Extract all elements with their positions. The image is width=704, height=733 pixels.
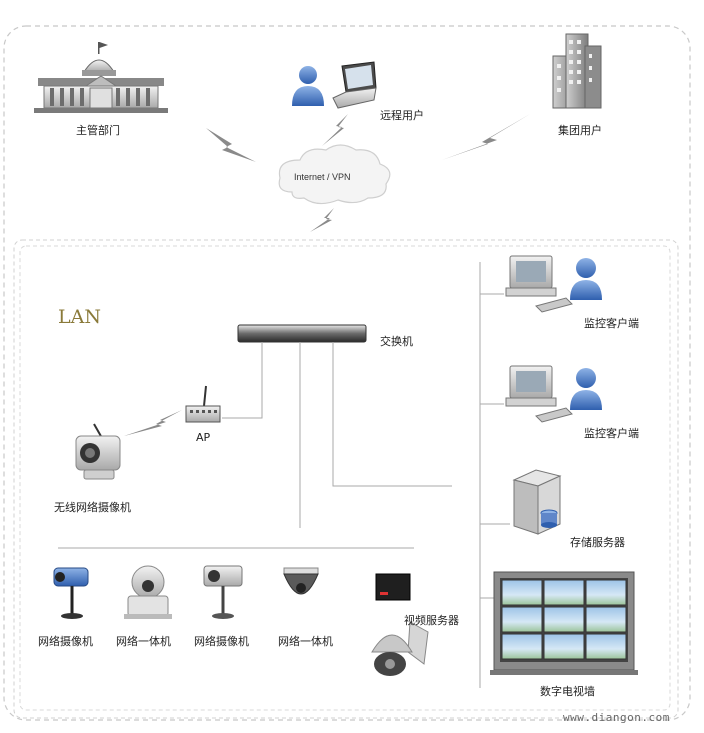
monitor-client-label: 监控客户端 bbox=[584, 427, 639, 440]
network-camera-icon bbox=[53, 567, 89, 619]
lightning-bolt-icon bbox=[124, 410, 182, 436]
lan-label: LAN bbox=[58, 306, 101, 328]
remote-user-icon bbox=[292, 66, 324, 106]
government-building-icon bbox=[34, 42, 168, 113]
outer-boundary bbox=[3, 25, 691, 721]
monitor-client-icon bbox=[505, 365, 573, 423]
access-point-icon bbox=[185, 385, 221, 423]
network-camera-label: 网络摄像机 bbox=[38, 635, 93, 648]
remote-users-label: 远程用户 bbox=[380, 109, 424, 122]
wireless-camera-label: 无线网络摄像机 bbox=[54, 501, 131, 514]
switch-icon bbox=[237, 324, 367, 343]
lan-boundary-outer bbox=[13, 239, 679, 719]
video-server-label: 视频服务器 bbox=[404, 614, 459, 627]
internet-cloud-icon bbox=[278, 144, 391, 205]
lightning-bolt-icon bbox=[442, 114, 530, 160]
storage-server-label: 存储服务器 bbox=[570, 536, 625, 549]
integrated-camera-label: 网络一体机 bbox=[278, 635, 333, 648]
lightning-bolt-icon bbox=[206, 128, 256, 162]
connection-line bbox=[222, 342, 263, 419]
connection-line bbox=[332, 342, 452, 487]
corporate-building-icon bbox=[552, 33, 602, 109]
wireless-camera-icon bbox=[75, 423, 121, 480]
watermark: www.diangon.com bbox=[563, 711, 670, 724]
authority-label: 主管部门 bbox=[76, 124, 120, 137]
network-camera-icon bbox=[203, 565, 243, 619]
user-icon bbox=[570, 368, 602, 410]
lightning-bolt-icon bbox=[310, 208, 334, 232]
user-icon bbox=[570, 258, 602, 300]
dome-camera-icon bbox=[371, 621, 429, 676]
video-server-icon bbox=[375, 573, 411, 601]
integrated-camera-label: 网络一体机 bbox=[116, 635, 171, 648]
storage-server-icon bbox=[512, 469, 562, 535]
internet-label: Internet / VPN bbox=[294, 172, 351, 182]
switch-label: 交换机 bbox=[380, 335, 413, 348]
integrated-camera-icon bbox=[124, 565, 172, 619]
monitor-client-label: 监控客户端 bbox=[584, 317, 639, 330]
video-wall-icon bbox=[490, 571, 638, 675]
laptop-icon bbox=[332, 61, 377, 109]
integrated-camera-icon bbox=[283, 567, 319, 595]
ap-label: AP bbox=[196, 431, 211, 444]
lightning-bolt-icon bbox=[322, 114, 348, 146]
group-users-label: 集团用户 bbox=[558, 124, 602, 137]
lan-boundary-inner bbox=[19, 245, 671, 711]
video-wall-label: 数字电视墙 bbox=[540, 685, 595, 698]
monitor-client-icon bbox=[505, 255, 573, 313]
network-camera-label: 网络摄像机 bbox=[194, 635, 249, 648]
